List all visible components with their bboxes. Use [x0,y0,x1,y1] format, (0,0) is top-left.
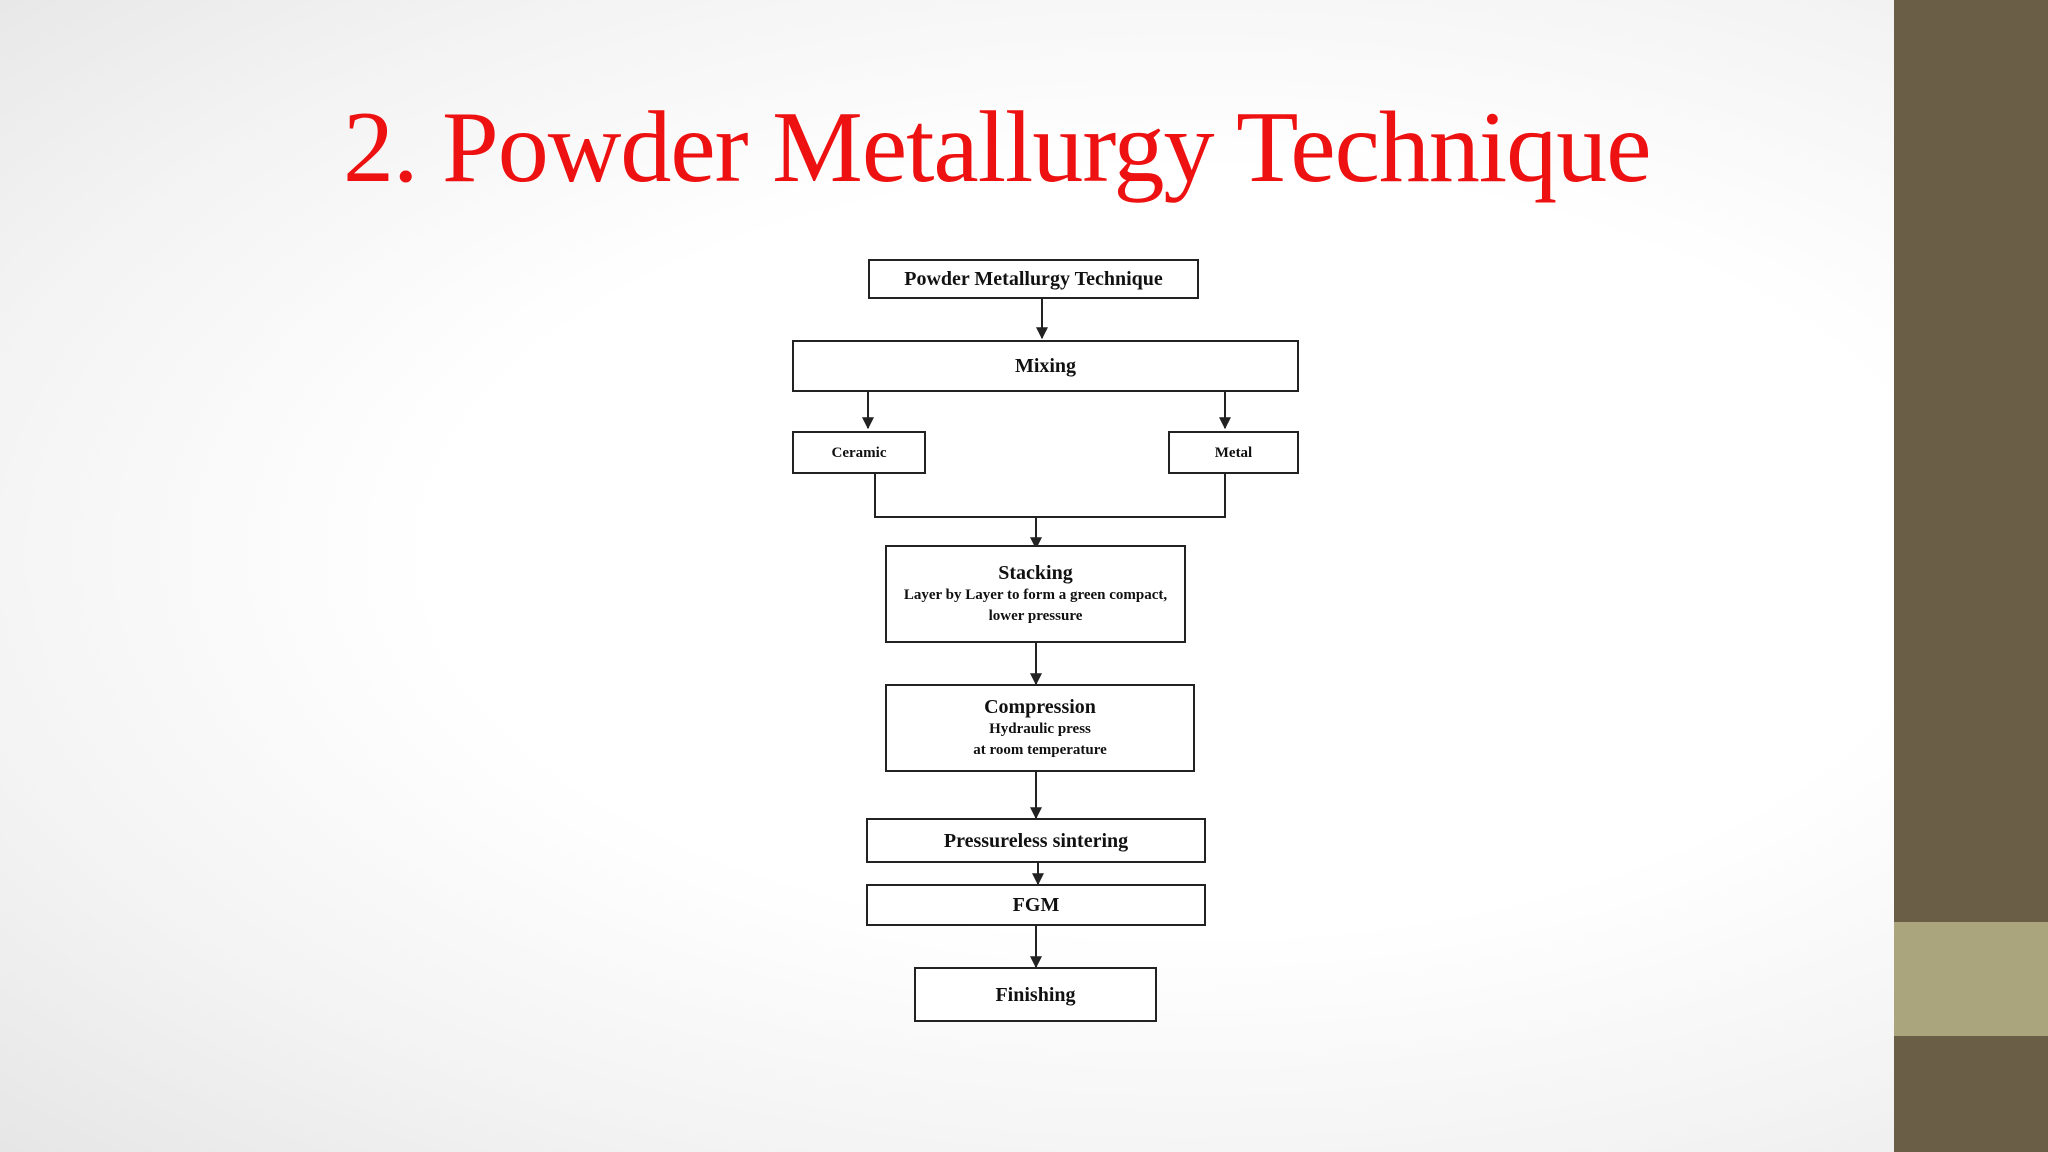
node-label: FGM [1012,894,1060,916]
node-detail: Layer by Layer to form a green compact, [903,587,1168,603]
node-label: Ceramic [831,444,887,461]
node-powder-metallurgy-technique: Powder Metallurgy Technique [868,259,1199,299]
node-metal: Metal [1168,431,1299,474]
node-finishing: Finishing [914,967,1157,1022]
node-detail: at room temperature [973,742,1107,758]
node-label: Stacking [998,562,1073,584]
node-label: Metal [1214,444,1253,461]
node-mixing: Mixing [792,340,1299,392]
node-ceramic: Ceramic [792,431,926,474]
node-label: Powder Metallurgy Technique [904,268,1163,290]
node-stacking: Stacking Layer by Layer to form a green … [885,545,1186,643]
node-compression: Compression Hydraulic press at room temp… [885,684,1195,772]
slide-title: 2. Powder Metallurgy Technique [343,91,1652,204]
node-detail: Hydraulic press [989,721,1091,737]
node-label: Compression [984,696,1096,718]
node-label: Mixing [1014,355,1077,377]
node-pressureless-sintering: Pressureless sintering [866,818,1206,863]
node-detail: lower pressure [988,608,1083,624]
node-label: Pressureless sintering [943,829,1129,852]
node-label: Finishing [995,983,1076,1006]
node-fgm: FGM [866,884,1206,926]
line-ceramic-metal-join [874,474,1226,518]
sidebar-accent-decoration [1894,922,2048,1036]
